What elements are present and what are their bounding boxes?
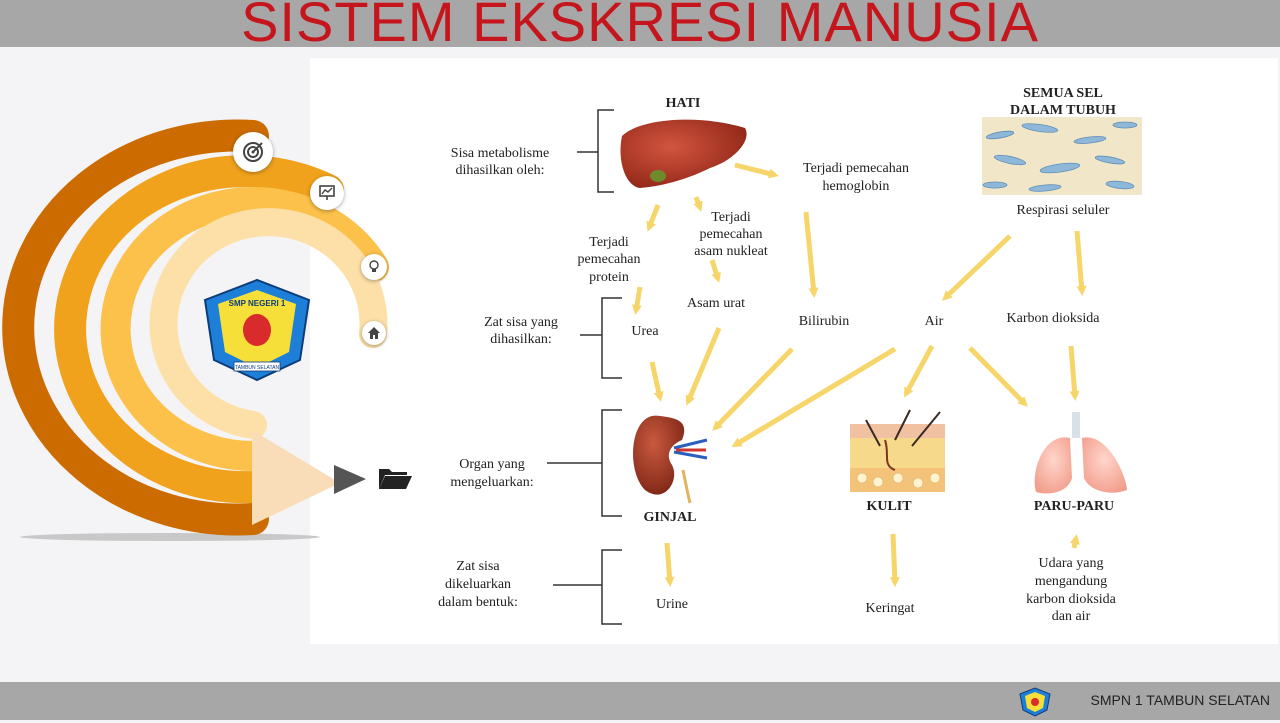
- waste-bilirubin: Bilirubin: [799, 314, 850, 329]
- arrow-bilirubin-kidney: [712, 347, 794, 431]
- organ-kidney: GINJAL: [644, 510, 697, 525]
- label-form-3: dalam bentuk:: [438, 595, 518, 610]
- source-cells-1: SEMUA SEL: [1023, 86, 1103, 101]
- arrow-urea-kidney: [649, 361, 664, 402]
- arrow-water-kidney: [731, 346, 897, 448]
- waste-co2: Karbon dioksida: [1007, 311, 1101, 326]
- output-air-4: dan air: [1052, 609, 1091, 624]
- process-protein-3: protein: [589, 270, 629, 285]
- waste-urea: Urea: [631, 324, 659, 339]
- process-nucleic-2: pemecahan: [700, 227, 763, 242]
- arrow-liver-nucleic: [693, 196, 703, 212]
- process-hemoglobin-1: Terjadi pemecahan: [803, 161, 909, 176]
- label-produced-by-2: dihasilkan oleh:: [455, 163, 544, 178]
- arrow-co2-lungs: [1068, 345, 1080, 401]
- arrow-water-skin: [903, 344, 935, 398]
- process-protein-2: pemecahan: [578, 252, 641, 267]
- kidney-image: [633, 415, 708, 504]
- output-urine: Urine: [656, 597, 688, 612]
- title-bar: [0, 0, 1280, 47]
- arrow-air-lungs: [1069, 534, 1080, 549]
- source-liver: HATI: [666, 96, 701, 111]
- arrow-nucleic-uricacid: [709, 259, 721, 283]
- logo-subtext: TAMBUN SELATAN: [235, 365, 280, 371]
- output-sweat: Keringat: [866, 601, 915, 616]
- logo-text: SMP NEGERI 1: [229, 299, 286, 308]
- arrow-liver-protein: [646, 204, 661, 232]
- arrow-cells-co2: [1074, 230, 1087, 296]
- footer-school-name: SMPN 1 TAMBUN SELATAN: [1090, 692, 1270, 708]
- folder-icon[interactable]: [377, 465, 413, 491]
- arrow-protein-urea: [632, 286, 643, 315]
- arrow-kidney-urine: [664, 542, 675, 587]
- label-form-2: dikeluarkan: [445, 577, 511, 592]
- waste-uric-acid: Asam urat: [687, 296, 745, 311]
- arrow-skin-sweat: [889, 533, 900, 587]
- arrow-cells-water: [942, 234, 1012, 301]
- home-icon[interactable]: [362, 321, 386, 345]
- organ-lungs: PARU-PARU: [1034, 499, 1114, 514]
- label-form-1: Zat sisa: [456, 559, 500, 574]
- label-produced-by-1: Sisa metabolisme: [451, 146, 549, 161]
- pencil-swirl-graphic: [2, 119, 389, 541]
- arrow-liver-hemoglobin: [734, 162, 779, 179]
- arrow-water-lungs: [968, 346, 1028, 407]
- process-nucleic-1: Terjadi: [711, 210, 751, 225]
- output-air-3: karbon dioksida: [1026, 592, 1117, 607]
- school-logo: SMP NEGERI 1 TAMBUN SELATAN: [203, 278, 311, 382]
- arrow-hemoglobin-bilirubin: [803, 211, 819, 298]
- skin-image: [850, 409, 945, 492]
- process-respiration: Respirasi seluler: [1017, 203, 1110, 218]
- process-nucleic-3: asam nukleat: [694, 244, 768, 259]
- liver-image: [620, 119, 747, 188]
- brackets: [547, 109, 622, 625]
- cells-image: [982, 117, 1142, 195]
- diagram-labels: Sisa metabolisme dihasilkan oleh: Zat si…: [438, 86, 1117, 624]
- waste-water: Air: [925, 314, 944, 329]
- lightbulb-icon[interactable]: [361, 254, 387, 280]
- arrow-uricacid-kidney: [685, 327, 722, 406]
- footer-bar: [0, 682, 1280, 720]
- process-hemoglobin-2: hemoglobin: [823, 179, 890, 194]
- output-air-2: mengandung: [1035, 574, 1107, 589]
- presentation-icon[interactable]: [310, 176, 344, 210]
- organ-skin: KULIT: [866, 499, 912, 514]
- output-air-1: Udara yang: [1039, 556, 1104, 571]
- page-title: SISTEM EKSKRESI MANUSIA: [241, 0, 1039, 53]
- label-waste-2: dihasilkan:: [490, 332, 551, 347]
- footer-logo: [1018, 686, 1052, 718]
- label-organ-2: mengeluarkan:: [450, 475, 533, 490]
- label-waste-1: Zat sisa yang: [484, 315, 558, 330]
- process-protein-1: Terjadi: [589, 235, 629, 250]
- source-cells-2: DALAM TUBUH: [1010, 103, 1116, 118]
- flow-arrows: [632, 162, 1087, 587]
- label-organ-1: Organ yang: [459, 457, 524, 472]
- lungs-image: [1034, 412, 1127, 494]
- target-icon[interactable]: [233, 132, 273, 172]
